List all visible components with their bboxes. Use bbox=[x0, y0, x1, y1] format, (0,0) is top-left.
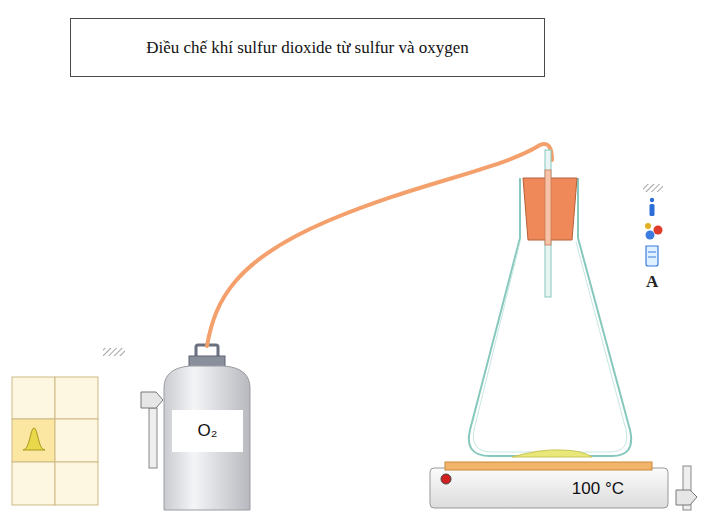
temperature-slider bbox=[676, 466, 697, 510]
hot-plate-display: 100 °C bbox=[430, 470, 668, 508]
node-text: O₂ bbox=[198, 421, 218, 441]
hatch-handle bbox=[103, 348, 125, 356]
title-box: Điều chế khí sulfur dioxide từ sulfur và… bbox=[70, 18, 545, 77]
node-text: 100 °C bbox=[572, 479, 624, 499]
cylinder-label: O₂ bbox=[172, 410, 243, 452]
oxygen-cylinder bbox=[164, 345, 250, 510]
toolbar-text-icon: A bbox=[646, 272, 658, 292]
conical-flask bbox=[469, 150, 631, 457]
tool-grid bbox=[12, 377, 98, 505]
title-text: Điều chế khí sulfur dioxide từ sulfur và… bbox=[134, 38, 481, 58]
side-toolbar bbox=[643, 184, 663, 266]
valve-slider bbox=[141, 392, 163, 468]
hot-plate bbox=[430, 462, 668, 508]
